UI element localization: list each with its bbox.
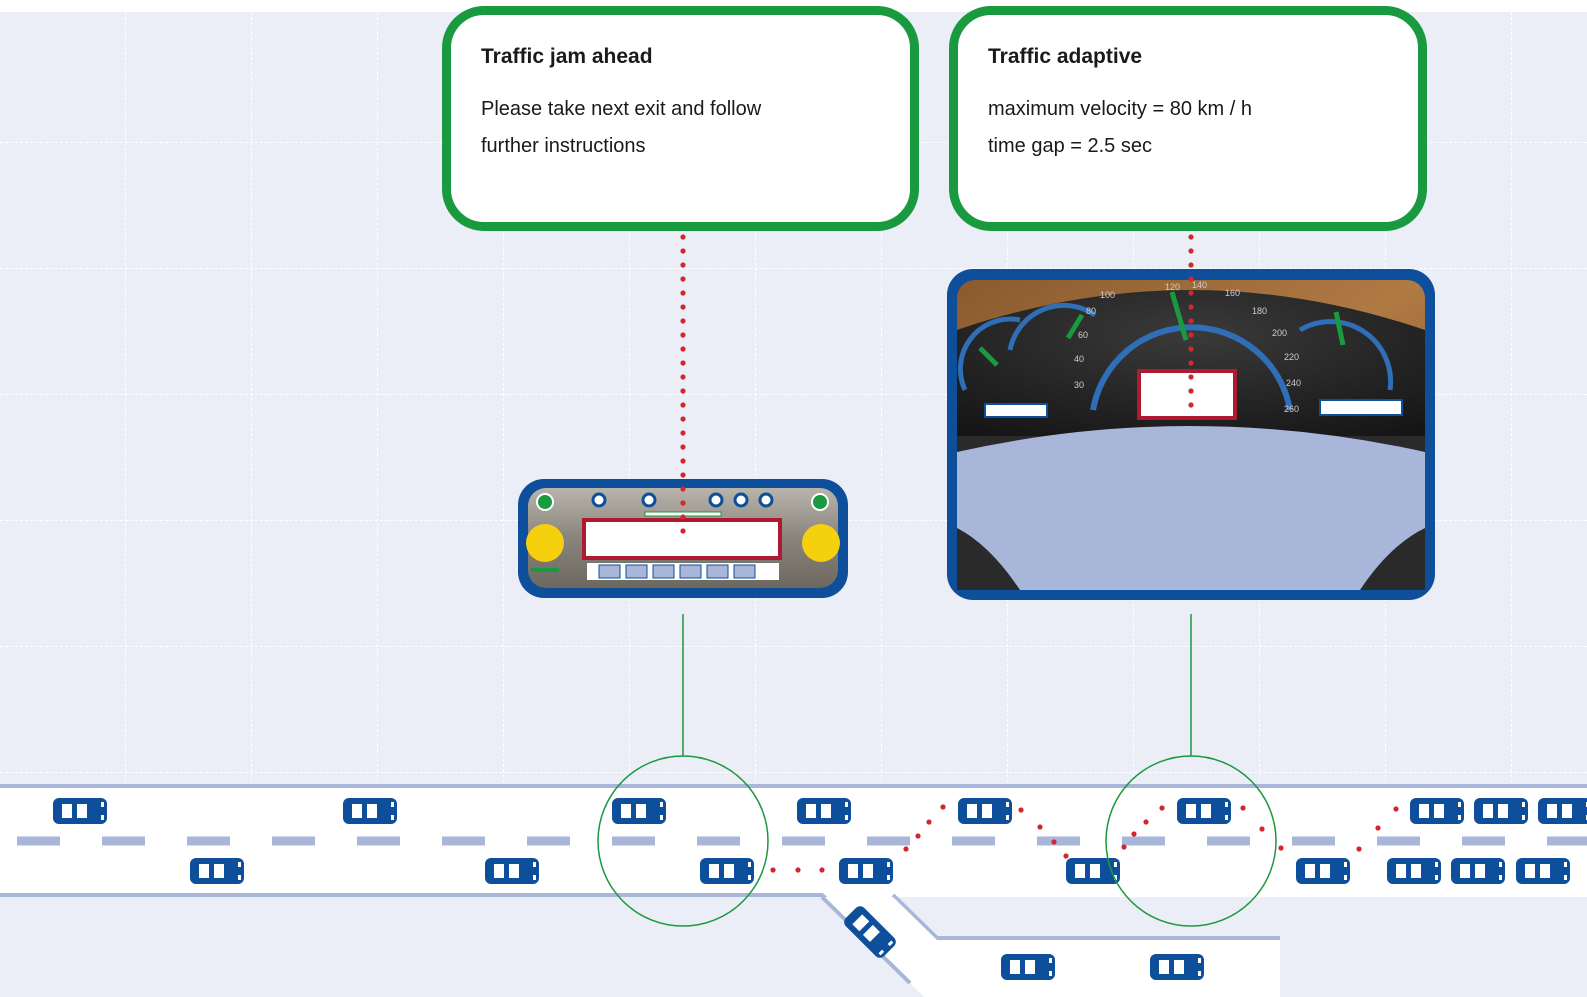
car [1474,798,1528,824]
svg-text:120: 120 [1165,282,1180,292]
communication-dots [770,804,1399,873]
grid-line [251,12,252,787]
callout-text: maximum velocity = 80 km / h [988,98,1252,120]
car [1516,858,1570,884]
car [839,858,893,884]
svg-text:220: 220 [1284,352,1299,362]
grid-line [629,12,630,787]
steering-wheel [957,426,1425,590]
grid-line [503,12,504,787]
callout-text: Please take next exit and follow [481,98,762,120]
svg-text:30: 30 [1074,380,1084,390]
car [612,798,666,824]
car [1001,954,1055,980]
focus-circle [1105,755,1277,927]
callout-traffic-adaptive: Traffic adaptive maximum velocity = 80 k… [949,6,1427,231]
callout-traffic-jam: Traffic jam ahead Please take next exit … [442,6,919,231]
car [797,798,851,824]
grid-line [0,646,1587,647]
callout-text: time gap = 2.5 sec [988,135,1152,157]
speedometer-labels: 100 120 140 160 180 200 220 240 260 80 6… [1074,280,1301,414]
grid-line [0,772,1587,773]
grid-line [0,268,1587,269]
svg-text:100: 100 [1100,290,1115,300]
grid-line [881,12,882,787]
instrument-cluster: 100 120 140 160 180 200 220 240 260 80 6… [947,269,1435,600]
svg-text:140: 140 [1192,280,1207,290]
callout-text: further instructions [481,135,646,157]
callout-title: Traffic jam ahead [481,45,653,68]
car [1387,858,1441,884]
radio-screen [582,518,782,560]
svg-text:260: 260 [1284,404,1299,414]
car [1296,858,1350,884]
car [700,858,754,884]
car [190,858,244,884]
radio-device [518,479,848,598]
svg-text:160: 160 [1225,288,1240,298]
svg-text:80: 80 [1086,306,1096,316]
car [343,798,397,824]
grid-line [125,12,126,787]
grid-line [377,12,378,787]
grid-line [1511,12,1512,787]
right-display [1319,399,1403,416]
callout-title: Traffic adaptive [988,45,1143,68]
car [1177,798,1231,824]
left-display [984,403,1048,418]
car [1150,954,1204,980]
svg-text:180: 180 [1252,306,1267,316]
car [1538,798,1587,824]
svg-text:60: 60 [1078,330,1088,340]
highway [0,784,1587,997]
car [53,798,107,824]
car [1451,858,1505,884]
car [1410,798,1464,824]
focus-circle [597,755,769,927]
grid-line [0,394,1587,395]
svg-text:240: 240 [1286,378,1301,388]
svg-text:200: 200 [1272,328,1287,338]
center-display [1137,369,1237,420]
grid-line [755,12,756,787]
svg-text:40: 40 [1074,354,1084,364]
car [485,858,539,884]
car [958,798,1012,824]
